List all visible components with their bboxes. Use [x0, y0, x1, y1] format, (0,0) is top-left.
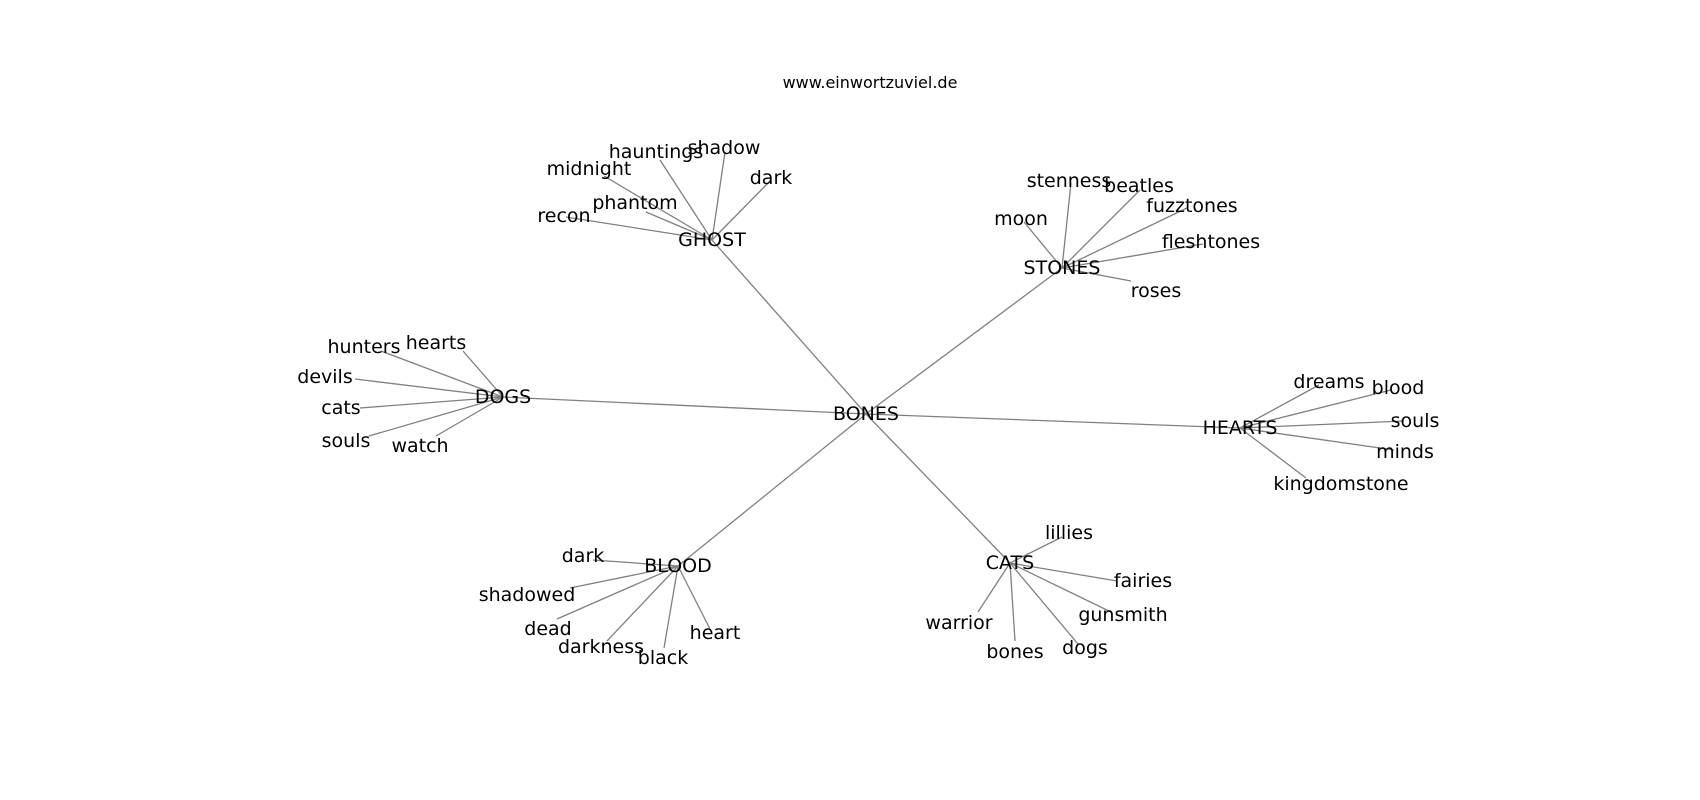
leaf-node-label: dark	[562, 545, 605, 567]
edge-ghost-4	[645, 211, 713, 241]
edge-stones-1	[1061, 189, 1141, 269]
edge-blood-2	[556, 565, 679, 620]
leaf-node-label: dogs	[1062, 637, 1108, 659]
edge-ghost-2	[603, 175, 713, 241]
leaf-node-label: cats	[321, 397, 360, 419]
leaf-node-label: fairies	[1114, 570, 1172, 592]
leaf-node-label: souls	[322, 430, 371, 452]
hub-node-label: STONES	[1024, 257, 1101, 279]
edge-hearts-0	[1239, 384, 1320, 429]
leaf-node-label: warrior	[925, 612, 992, 634]
hub-node-label: HEARTS	[1203, 417, 1278, 439]
edge-cats-0	[1009, 536, 1063, 564]
leaf-node-label: midnight	[547, 158, 632, 180]
leaf-node-label: souls	[1391, 410, 1440, 432]
leaf-node-label: roses	[1131, 280, 1182, 302]
edge-ghost-1	[711, 151, 726, 241]
leaf-node-label: hauntings	[609, 141, 704, 163]
hub-node-label: DOGS	[475, 386, 531, 408]
center-node-label: BONES	[833, 403, 899, 425]
edge-dogs-2	[354, 378, 504, 398]
edge-cats-4	[1009, 562, 1016, 642]
leaf-node-label: gunsmith	[1078, 604, 1167, 626]
leaf-node-label: bones	[986, 641, 1043, 663]
leaf-node-label: black	[638, 647, 688, 669]
edge-stones-0	[1061, 182, 1072, 269]
edge-cats-2	[1009, 562, 1112, 613]
edge-dogs-4	[368, 396, 504, 437]
edge-center-hearts	[865, 413, 1241, 429]
edge-ghost-5	[565, 216, 713, 241]
edge-stones-2	[1061, 207, 1188, 269]
edge-dogs-5	[435, 396, 504, 437]
leaf-node-label: fleshtones	[1162, 231, 1260, 253]
edge-ghost-3	[711, 179, 772, 241]
edge-dogs-0	[380, 350, 504, 398]
edge-blood-0	[592, 559, 679, 567]
edge-hearts-1	[1239, 389, 1392, 429]
leaf-node-label: shadow	[688, 137, 761, 159]
leaf-node-label: phantom	[592, 192, 677, 214]
edge-center-blood	[677, 413, 867, 567]
leaf-node-label: darkness	[558, 636, 644, 658]
leaf-node-label: minds	[1376, 441, 1434, 463]
edges	[354, 151, 1405, 649]
leaf-node-label: heart	[690, 622, 741, 644]
edge-blood-3	[606, 565, 679, 642]
edge-blood-4	[663, 565, 679, 649]
leaf-node-label: dark	[750, 167, 793, 189]
edge-stones-4	[1061, 243, 1204, 269]
leaf-node-label: watch	[391, 435, 448, 457]
edge-hearts-3	[1239, 427, 1395, 451]
edge-hearts-2	[1239, 420, 1405, 429]
leaf-node-label: dead	[524, 618, 571, 640]
leaf-node-label: hunters	[328, 336, 401, 358]
leaf-node-label: blood	[1372, 377, 1425, 399]
edge-hearts-4	[1239, 427, 1307, 479]
leaf-node-label: dreams	[1293, 371, 1364, 393]
leaf-node-label: shadowed	[479, 584, 576, 606]
edge-blood-1	[569, 565, 679, 589]
hub-node-label: BLOOD	[644, 555, 711, 577]
edge-dogs-1	[462, 350, 504, 398]
edge-dogs-3	[359, 396, 504, 409]
leaf-node-label: beatles	[1104, 175, 1174, 197]
edge-ghost-0	[659, 159, 713, 241]
edge-stones-5	[1061, 267, 1132, 282]
edge-center-ghost	[711, 239, 867, 415]
leaf-node-label: moon	[994, 208, 1048, 230]
leaf-node-label: recon	[537, 205, 590, 227]
edge-blood-5	[677, 565, 713, 634]
leaf-node-label: fuzztones	[1146, 195, 1237, 217]
edge-cats-3	[977, 562, 1011, 613]
leaf-node-label: stenness	[1027, 170, 1112, 192]
leaf-node-label: devils	[297, 366, 352, 388]
leaf-node-label: hearts	[406, 332, 467, 354]
edge-stones-3	[1023, 221, 1063, 269]
watermark-title: www.einwortzuviel.de	[783, 73, 958, 92]
leaf-node-label: kingdomstone	[1273, 473, 1408, 495]
edge-cats-5	[1009, 562, 1079, 645]
edge-cats-1	[1009, 562, 1118, 582]
edge-center-dogs	[502, 396, 867, 415]
hub-node-label: CATS	[986, 552, 1034, 574]
edge-center-cats	[865, 413, 1011, 564]
leaf-node-label: lillies	[1045, 522, 1093, 544]
edge-center-stones	[865, 267, 1063, 415]
hub-node-label: GHOST	[678, 229, 746, 251]
